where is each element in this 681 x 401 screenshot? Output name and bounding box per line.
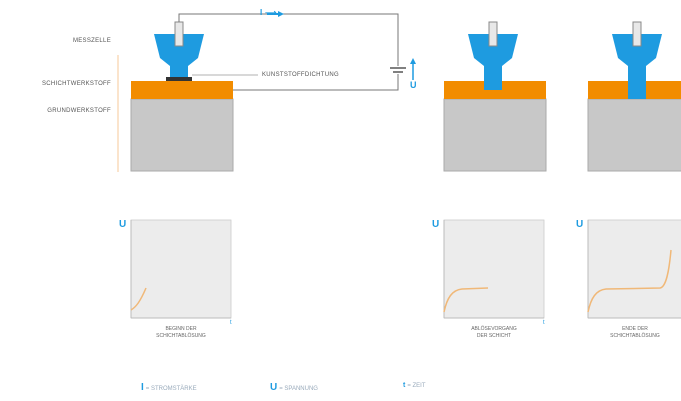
graph-1 <box>130 219 232 319</box>
base-material <box>130 98 234 172</box>
measuring-cell <box>154 34 204 80</box>
label-schichtwerkstoff: SCHICHTWERKSTOFF <box>41 81 111 87</box>
voltage-curve <box>130 287 147 311</box>
caption-line: SCHICHTABLÖSUNG <box>156 333 206 339</box>
electrode <box>488 21 498 47</box>
graph-2-caption: ABLÖSEVORGANG DER SCHICHT <box>449 326 539 340</box>
graph-2 <box>443 219 545 319</box>
voltage-curve <box>587 249 672 313</box>
voltage-curve <box>443 287 489 313</box>
legend-time: t= ZEIT <box>403 382 426 389</box>
graph-2-axis-t: t <box>543 320 545 326</box>
electrode <box>174 21 184 47</box>
label-grundwerkstoff: GRUNDWERKSTOFF <box>47 108 111 114</box>
graph-2-axis-u: U <box>432 219 440 230</box>
label-voltage: U <box>410 80 417 90</box>
label-messzelle: MESSZELLE <box>72 38 111 44</box>
caption-line: DER SCHICHT <box>476 333 512 339</box>
graph-1-axis-u: U <box>119 219 127 230</box>
base-material <box>587 98 681 172</box>
graph-3 <box>587 219 681 319</box>
legend-current-text: = STROMSTÄRKE <box>145 386 197 392</box>
graph-3-axis-u: U <box>576 219 584 230</box>
seal <box>166 77 192 81</box>
caption-line: ABLÖSEVORGANG <box>471 326 517 332</box>
setup-2 <box>443 21 547 172</box>
caption-line: ENDE DER <box>622 326 648 332</box>
legend-time-symbol: t <box>403 382 406 389</box>
circuit-wire <box>178 13 399 66</box>
electrode <box>632 21 642 47</box>
legend-voltage-symbol: U <box>270 382 278 393</box>
measuring-cell <box>612 34 662 99</box>
legend-current: I= STROMSTÄRKE <box>141 382 197 393</box>
base-material <box>443 98 547 172</box>
legend-current-symbol: I <box>141 382 144 393</box>
graph-1-caption: BEGINN DER SCHICHTABLÖSUNG <box>136 326 226 340</box>
circuit-wire-lower <box>233 74 399 91</box>
label-kunststoffdichtung: KUNSTSTOFFDICHTUNG <box>262 72 339 78</box>
caption-line: SCHICHTABLÖSUNG <box>610 333 660 339</box>
measuring-cell <box>468 34 518 90</box>
caption-line: BEGINN DER <box>165 326 197 332</box>
setup-1 <box>130 11 416 172</box>
setup-3 <box>587 21 681 172</box>
graph-1-axis-t: t <box>230 320 232 326</box>
legend-time-text: = ZEIT <box>407 383 426 389</box>
label-current: I ⟶ <box>260 8 277 17</box>
legend-voltage: U= SPANNUNG <box>270 382 318 393</box>
legend-voltage-text: = SPANNUNG <box>279 386 318 392</box>
voltage-arrow-head <box>410 58 416 64</box>
coating-layer <box>131 81 233 99</box>
graph-3-caption: ENDE DER SCHICHTABLÖSUNG <box>590 326 680 340</box>
